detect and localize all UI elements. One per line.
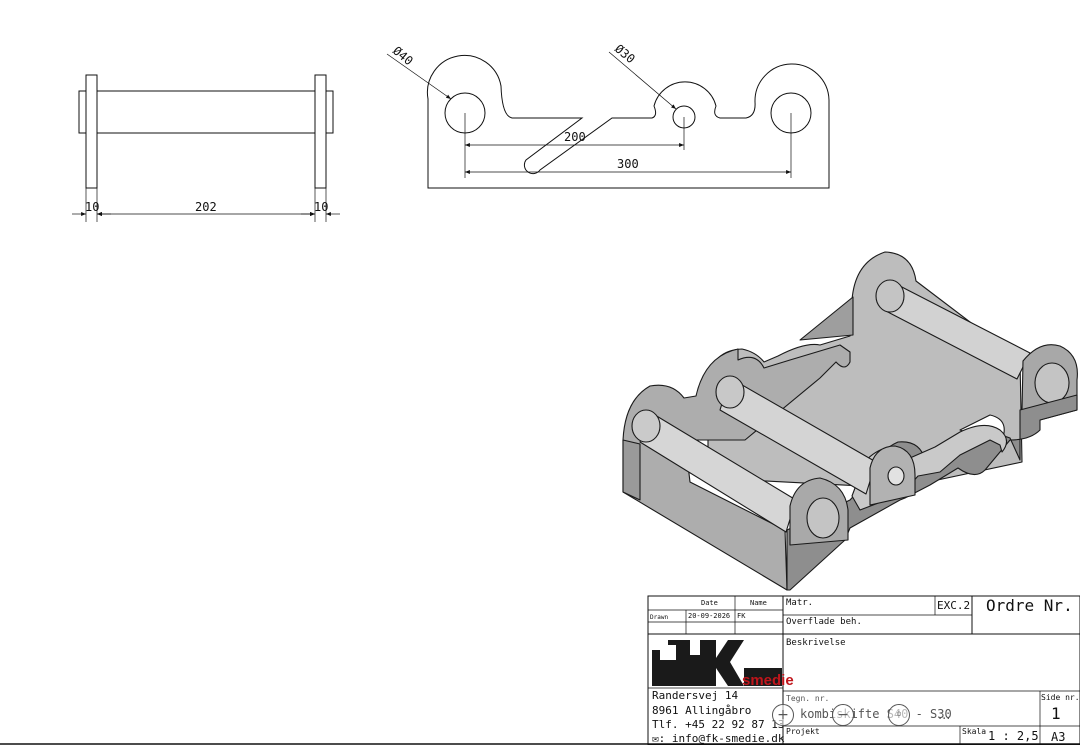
dim-hole-small: Ø30 [612, 42, 638, 67]
zoom-out-icon[interactable]: − [832, 704, 854, 726]
title-block-frame [0, 595, 1080, 745]
order-label: Ordre Nr. [986, 596, 1073, 615]
scale-value: 1 : 2,5 [988, 729, 1039, 743]
email-row: ✉: info@fk-smedie.dk [652, 731, 784, 746]
phone: Tlf. +45 22 92 87 13 [652, 718, 785, 731]
drawn-date: 20-09-2026 [688, 612, 731, 620]
project-label: Projekt [786, 727, 820, 736]
dim-hole-distance: 300 [617, 157, 639, 171]
dim-plate-right: 10 [314, 200, 328, 214]
drawn-label: Drawn [650, 614, 669, 621]
logo-text: smedie [742, 672, 794, 689]
fk-smedie-logo [652, 640, 782, 686]
zoom-in-icon[interactable]: + [772, 704, 794, 726]
side-label: Side nr. [1041, 693, 1080, 702]
reset-zoom-icon[interactable]: ◦ [888, 704, 910, 726]
exc-class: EXC.2 [937, 599, 971, 612]
side-value: 1 [1051, 704, 1061, 723]
format: A3 [1051, 730, 1066, 744]
scale-label: Skala [962, 727, 987, 736]
dim-slot-distance: 200 [564, 130, 586, 144]
email: : info@fk-smedie.dk [658, 732, 785, 745]
description-label: Beskrivelse [786, 638, 846, 648]
plate-side-view [386, 51, 830, 189]
isometric-view [622, 251, 1078, 591]
address-line1: Randersvej 14 [652, 689, 739, 702]
viewer-toolbar: + − ◦ ... [772, 703, 950, 727]
drawing-nr-label: Tegn. nr. [786, 694, 830, 703]
material-label: Matr. [786, 598, 814, 608]
title-block: Date Name Drawn 20-09-2026 FK Matr. EXC.… [648, 596, 1080, 745]
dim-hole-large: Ø40 [390, 44, 416, 69]
surface-label: Overflade beh. [786, 617, 862, 627]
more-options-button[interactable]: ... [938, 707, 951, 723]
pin-front-view [72, 74, 340, 222]
address-line2: 8961 Allingåbro [652, 704, 752, 717]
date-header: Date [701, 599, 718, 607]
dim-plate-left: 10 [85, 200, 99, 214]
dim-pin-length: 202 [195, 200, 217, 214]
drawn-name: FK [737, 612, 746, 620]
mail-icon: ✉ [652, 732, 659, 745]
name-header: Name [750, 599, 767, 607]
